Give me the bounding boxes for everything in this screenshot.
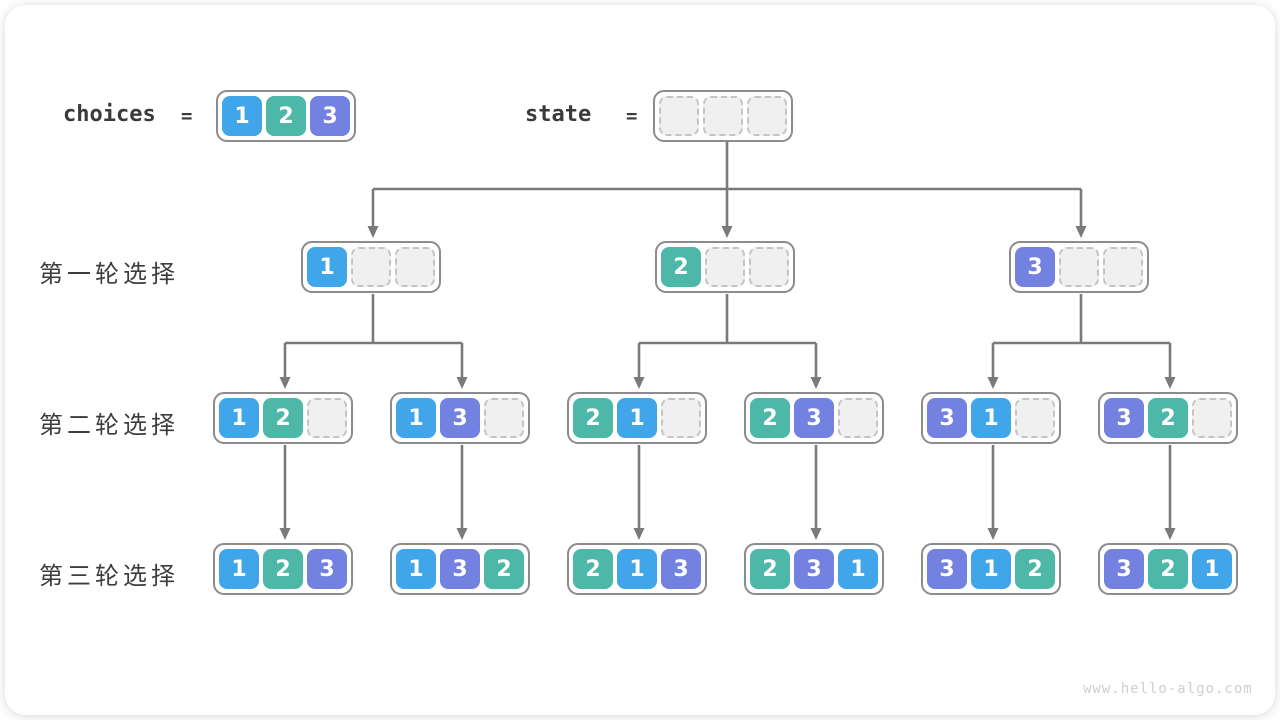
- watermark: www.hello-algo.com: [1083, 681, 1253, 697]
- value-cell-1: 1: [219, 549, 259, 589]
- empty-cell: [307, 398, 347, 438]
- round-2-label: 第二轮选择: [39, 412, 179, 439]
- value-cell-2: 2: [484, 549, 524, 589]
- value-cell-1: 1: [396, 549, 436, 589]
- empty-cell: [1103, 247, 1143, 287]
- value-cell-2: 2: [263, 398, 303, 438]
- value-cell-2: 2: [1148, 398, 1188, 438]
- value-cell-2: 2: [661, 247, 701, 287]
- empty-cell: [1059, 247, 1099, 287]
- value-cell-3: 3: [307, 549, 347, 589]
- value-cell-3: 3: [440, 549, 480, 589]
- value-cell-3: 3: [1015, 247, 1055, 287]
- state-label: state: [525, 102, 592, 127]
- value-cell-1: 1: [838, 549, 878, 589]
- value-cell-1: 1: [219, 398, 259, 438]
- value-cell-2: 2: [750, 398, 790, 438]
- empty-cell: [1015, 398, 1055, 438]
- round-1-label: 第一轮选择: [39, 261, 179, 288]
- value-cell-2: 2: [750, 549, 790, 589]
- empty-cell: [1192, 398, 1232, 438]
- empty-cell: [703, 96, 743, 136]
- value-cell-3: 3: [794, 549, 834, 589]
- value-cell-1: 1: [1192, 549, 1232, 589]
- state-box-3: 3: [1009, 241, 1149, 293]
- empty-cell: [705, 247, 745, 287]
- state-box-2: 2: [655, 241, 795, 293]
- value-cell-1: 1: [971, 398, 1011, 438]
- value-cell-3: 3: [1104, 549, 1144, 589]
- round-3-label: 第三轮选择: [39, 563, 179, 590]
- value-cell-1: 1: [617, 398, 657, 438]
- value-cell-3: 3: [310, 96, 350, 136]
- empty-cell: [661, 398, 701, 438]
- choices-equals-sign: =: [181, 105, 193, 127]
- tree-connector-arrows: [279, 142, 1176, 540]
- value-cell-2: 2: [1015, 549, 1055, 589]
- value-cell-1: 1: [971, 549, 1011, 589]
- empty-cell: [351, 247, 391, 287]
- choices-label: choices: [63, 102, 156, 127]
- value-cell-1: 1: [617, 549, 657, 589]
- value-cell-3: 3: [661, 549, 701, 589]
- value-cell-2: 2: [263, 549, 303, 589]
- value-cell-3: 3: [794, 398, 834, 438]
- value-cell-2: 2: [1148, 549, 1188, 589]
- value-cell-1: 1: [307, 247, 347, 287]
- empty-cell: [659, 96, 699, 136]
- value-cell-3: 3: [1104, 398, 1144, 438]
- value-cell-3: 3: [440, 398, 480, 438]
- state-box-1: 1: [301, 241, 441, 293]
- empty-cell: [838, 398, 878, 438]
- value-cell-2: 2: [266, 96, 306, 136]
- empty-cell: [484, 398, 524, 438]
- empty-cell: [747, 96, 787, 136]
- state-array: [653, 90, 793, 142]
- empty-cell: [749, 247, 789, 287]
- empty-cell: [395, 247, 435, 287]
- state-equals-sign: =: [626, 105, 638, 127]
- value-cell-2: 2: [573, 398, 613, 438]
- value-cell-1: 1: [222, 96, 262, 136]
- value-cell-2: 2: [573, 549, 613, 589]
- value-cell-1: 1: [396, 398, 436, 438]
- value-cell-3: 3: [927, 398, 967, 438]
- value-cell-3: 3: [927, 549, 967, 589]
